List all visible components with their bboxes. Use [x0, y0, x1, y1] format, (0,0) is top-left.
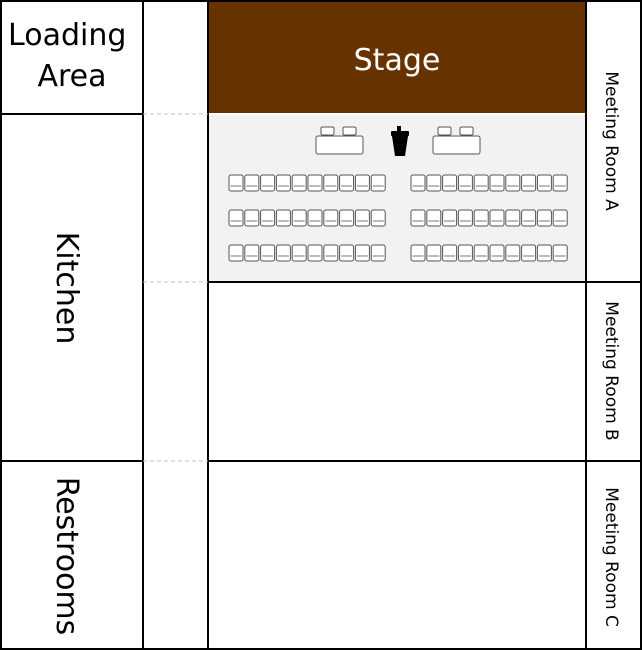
audience-chair	[442, 209, 458, 227]
audience-chair	[260, 209, 276, 227]
audience-chair	[410, 244, 426, 262]
audience-chair	[354, 244, 370, 262]
audience-chair	[260, 174, 276, 192]
kitchen-label: Kitchen	[49, 232, 84, 345]
head-table-chair	[320, 126, 335, 136]
audience-chair	[426, 209, 442, 227]
audience-chair	[228, 209, 244, 227]
audience-chair	[505, 174, 521, 192]
audience-chair	[442, 244, 458, 262]
audience-chair	[228, 174, 244, 192]
audience-chair	[410, 209, 426, 227]
audience-chair	[489, 209, 505, 227]
stage-label: Stage	[354, 43, 441, 78]
audience-chair	[244, 244, 260, 262]
audience-chair	[339, 174, 355, 192]
audience-chair	[307, 244, 323, 262]
audience-chair	[473, 209, 489, 227]
audience-chair	[426, 244, 442, 262]
head-table	[432, 135, 481, 155]
stage	[209, 2, 585, 113]
audience-chair	[291, 174, 307, 192]
audience-chair	[536, 244, 552, 262]
audience-chair	[370, 174, 386, 192]
audience-chair	[536, 174, 552, 192]
audience-chair	[552, 174, 568, 192]
audience-chair	[489, 174, 505, 192]
audience-chair	[275, 174, 291, 192]
audience-chair	[536, 209, 552, 227]
corridor-dividers	[143, 113, 208, 462]
audience-chair	[521, 209, 537, 227]
podium-top	[391, 131, 409, 136]
audience-chair	[307, 174, 323, 192]
audience-chair	[275, 209, 291, 227]
head-table-chair	[459, 126, 474, 136]
podium-mic	[397, 126, 401, 131]
audience-chair	[354, 209, 370, 227]
audience-chair	[442, 174, 458, 192]
audience-chair	[323, 244, 339, 262]
audience-chair	[552, 244, 568, 262]
audience-chair	[244, 174, 260, 192]
meeting-room-b-label: Meeting Room B	[601, 301, 621, 440]
audience-chair	[552, 209, 568, 227]
audience-chair	[354, 174, 370, 192]
audience-chair	[370, 244, 386, 262]
audience-chair	[275, 244, 291, 262]
audience-chair	[323, 174, 339, 192]
audience-chair	[291, 244, 307, 262]
audience-chair	[521, 244, 537, 262]
podium	[392, 136, 408, 156]
audience-chair	[291, 209, 307, 227]
audience-chair	[244, 209, 260, 227]
head-table-chair	[342, 126, 357, 136]
audience-chair	[521, 174, 537, 192]
meeting-room-a-label: Meeting Room A	[601, 71, 621, 211]
audience-chair	[457, 174, 473, 192]
audience-chair	[457, 209, 473, 227]
loading-area-line-1: Loading	[8, 18, 126, 53]
meeting-room-c-label: Meeting Room C	[601, 487, 621, 627]
audience-chair	[426, 174, 442, 192]
audience-chair	[489, 244, 505, 262]
head-table	[315, 135, 364, 155]
audience-chair	[473, 174, 489, 192]
audience-chair	[260, 244, 276, 262]
restrooms-label: Restrooms	[49, 477, 84, 636]
audience-chair	[505, 209, 521, 227]
audience-chair	[307, 209, 323, 227]
audience-chair	[339, 244, 355, 262]
audience-chair	[370, 209, 386, 227]
audience-chair	[323, 209, 339, 227]
head-table-chair	[437, 126, 452, 136]
audience-chair	[505, 244, 521, 262]
loading-area-line-2: Area	[37, 59, 106, 94]
audience-chair	[473, 244, 489, 262]
audience-chair	[457, 244, 473, 262]
audience-chair	[339, 209, 355, 227]
loading-area-label: Loading Area	[8, 18, 136, 94]
seating-layout	[228, 126, 568, 262]
audience-chair	[228, 244, 244, 262]
audience-chair	[410, 174, 426, 192]
